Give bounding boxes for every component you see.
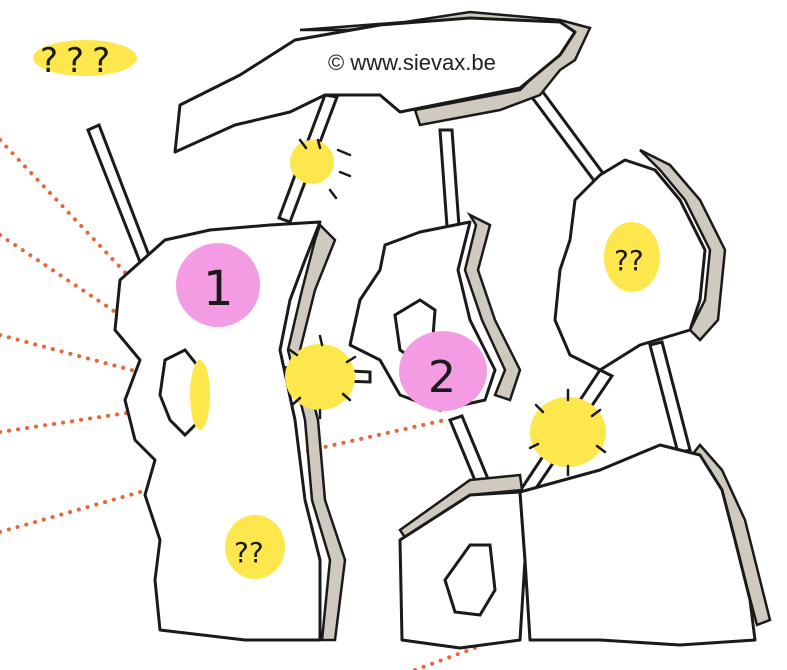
atom-ray [330,190,336,198]
label-marker-one: 1 [203,261,234,317]
copyright-text: © www.sievax.be [328,50,496,76]
atom-ray [338,150,350,155]
label-unknown-right-block: ?? [614,244,644,277]
top-slab [175,18,575,152]
yellow-blob-top-slab [290,140,334,184]
stick-left [88,125,150,262]
yellow-blob-hollow-left [190,360,210,430]
atom-ray [340,172,350,176]
stick-right-upper [528,88,608,186]
dotted-ray-6 [415,646,480,670]
label-marker-two: 2 [428,352,456,403]
yellow-blob-lower-atom [530,397,606,467]
stick-far-right [650,342,690,453]
label-unknown-left-block: ?? [234,536,264,569]
label-unknown-triple: ??? [40,41,118,81]
atom-ray [320,336,322,345]
